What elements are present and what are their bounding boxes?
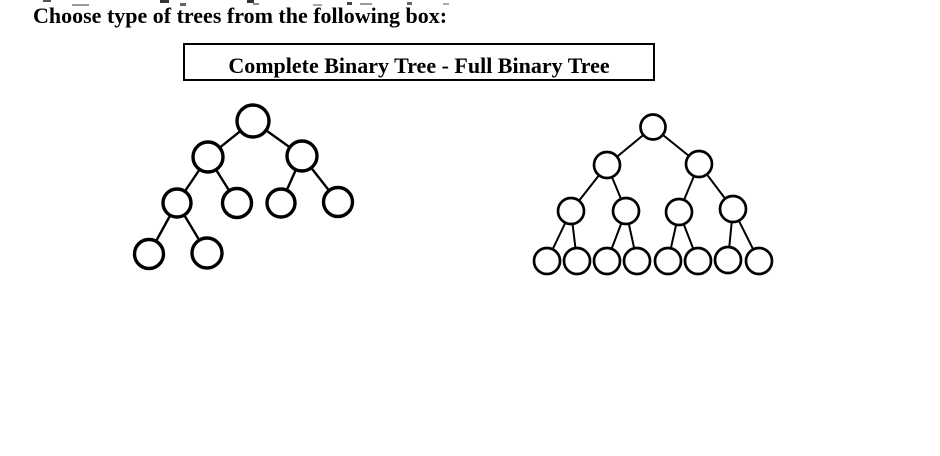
clipped-text-fragment <box>407 2 412 5</box>
answer-options-label: Complete Binary Tree - Full Binary Tree <box>228 53 610 78</box>
tree-node <box>639 113 667 141</box>
clipped-text-fragment <box>443 3 449 5</box>
clipped-text-fragment <box>43 0 51 2</box>
tree-node <box>235 103 271 139</box>
left-tree <box>132 103 355 271</box>
clipped-text-fragment <box>347 2 352 5</box>
tree-node <box>744 246 774 276</box>
clipped-text-fragment <box>360 3 372 5</box>
tree-node <box>713 245 743 275</box>
tree-node <box>265 187 297 219</box>
tree-node <box>132 237 166 271</box>
clipped-text-fragment <box>160 0 169 3</box>
tree-node <box>532 246 562 276</box>
tree-node <box>220 186 254 220</box>
tree-node <box>321 185 355 219</box>
tree-node <box>683 246 713 276</box>
tree-node <box>611 196 641 226</box>
clipped-text-fragment <box>253 3 259 5</box>
question-heading: Choose type of trees from the following … <box>33 3 448 28</box>
tree-node <box>664 197 694 227</box>
answer-options-box: Complete Binary Tree - Full Binary Tree <box>183 43 655 81</box>
tree-node <box>684 149 714 179</box>
tree-node <box>592 246 622 276</box>
tree-node <box>622 246 652 276</box>
tree-node <box>285 139 319 173</box>
clipped-text-fragment <box>313 4 322 6</box>
tree-node <box>191 140 225 174</box>
tree-node <box>556 196 586 226</box>
tree-node <box>718 194 748 224</box>
tree-node <box>653 246 683 276</box>
clipped-text-fragment <box>72 4 89 6</box>
tree-node <box>592 150 622 180</box>
tree-node <box>562 246 592 276</box>
tree-node <box>190 236 224 270</box>
tree-node <box>161 187 193 219</box>
clipped-text-fragment <box>247 0 254 3</box>
clipped-text-fragment <box>180 3 186 6</box>
right-tree <box>532 113 774 276</box>
